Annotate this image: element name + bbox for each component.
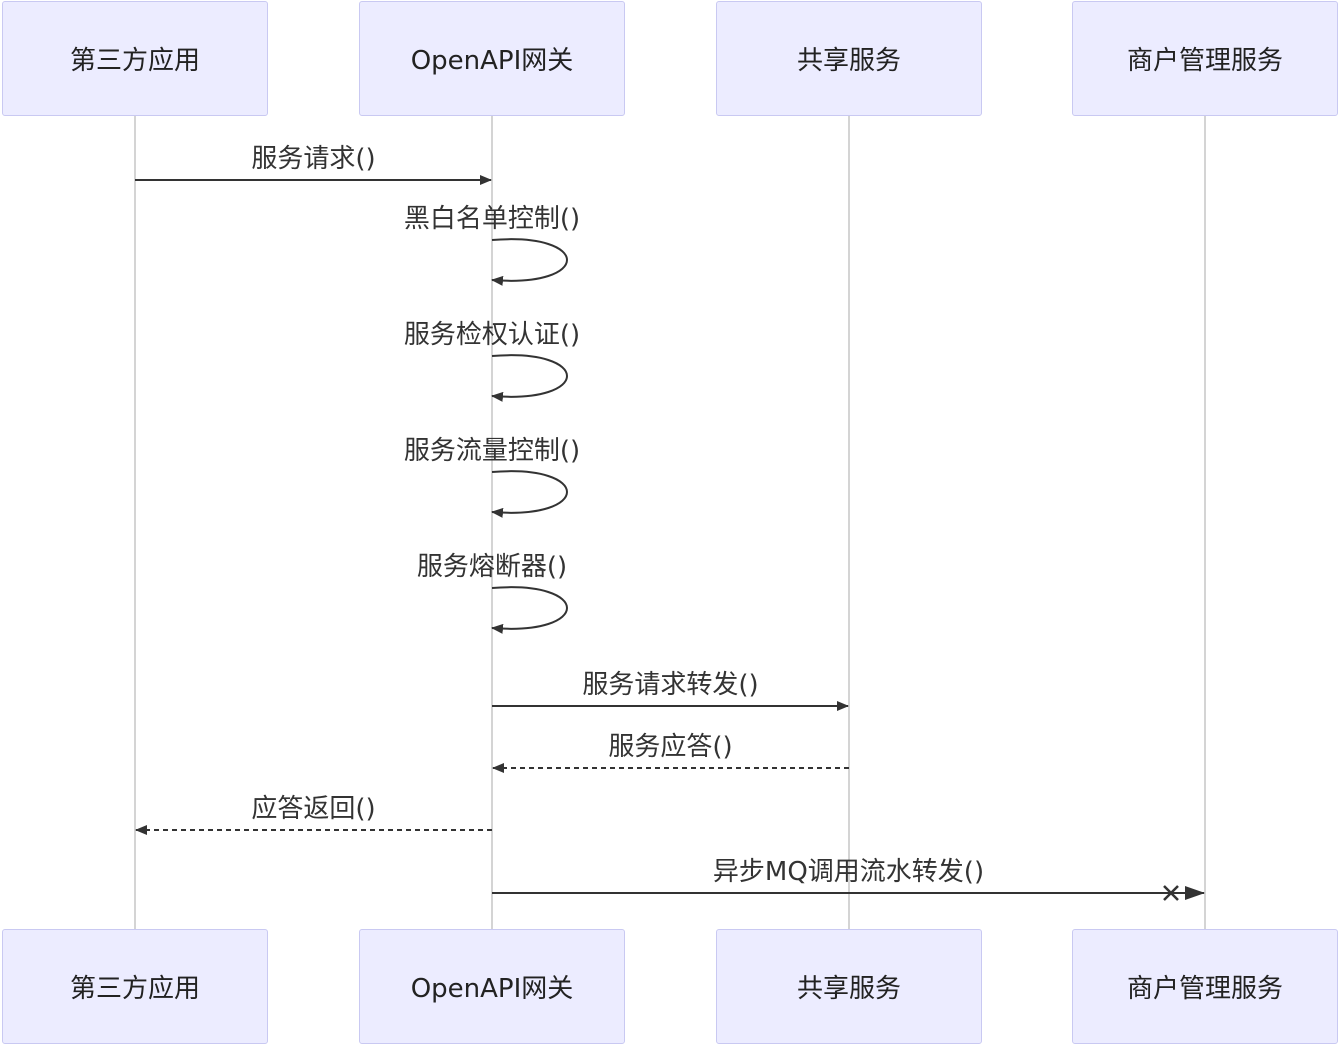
message-0: 服务请求() [135, 144, 492, 185]
message-label: 服务检权认证() [404, 320, 580, 350]
self-call-arrow [491, 470, 568, 518]
message-label: 服务流量控制() [404, 436, 580, 466]
message-3: 服务流量控制() [404, 436, 580, 518]
message-5: 服务请求转发() [492, 670, 849, 711]
actor-top-third-party: 第三方应用 [2, 1, 268, 116]
actor-label: OpenAPI网关 [410, 46, 574, 76]
message-label: 服务应答() [608, 732, 732, 762]
actor-label: 第三方应用 [69, 46, 200, 76]
message-8: 异步MQ调用流水转发() [492, 857, 1205, 901]
message-2: 服务检权认证() [404, 320, 580, 402]
actor-bottom-third-party: 第三方应用 [2, 929, 268, 1044]
actor-label: 商户管理服务 [1126, 974, 1283, 1004]
actor-label: 第三方应用 [69, 974, 200, 1004]
actor-label: 共享服务 [796, 46, 901, 76]
message-label: 异步MQ调用流水转发() [713, 857, 984, 887]
message-label: 黑白名单控制() [404, 204, 580, 234]
actor-label: 共享服务 [796, 974, 901, 1004]
async-cross-icon [1163, 885, 1179, 901]
message-6: 服务应答() [492, 732, 849, 773]
message-1: 黑白名单控制() [404, 204, 580, 286]
actor-label: OpenAPI网关 [410, 974, 574, 1004]
actor-bottom-shared-service: 共享服务 [716, 929, 982, 1044]
actor-label: 商户管理服务 [1126, 46, 1283, 76]
actor-bottom-gateway: OpenAPI网关 [359, 929, 625, 1044]
actor-top-shared-service: 共享服务 [716, 1, 982, 116]
message-4: 服务熔断器() [417, 552, 568, 634]
self-call-arrow [491, 586, 568, 634]
message-label: 应答返回() [251, 794, 375, 824]
message-7: 应答返回() [135, 794, 492, 835]
actor-top-merchant-service: 商户管理服务 [1072, 1, 1338, 116]
actor-top-gateway: OpenAPI网关 [359, 1, 625, 116]
message-label: 服务请求() [251, 144, 375, 174]
self-call-arrow [491, 238, 568, 286]
actor-bottom-merchant-service: 商户管理服务 [1072, 929, 1338, 1044]
message-label: 服务熔断器() [417, 552, 567, 582]
self-call-arrow [491, 354, 568, 402]
message-label: 服务请求转发() [582, 670, 758, 700]
